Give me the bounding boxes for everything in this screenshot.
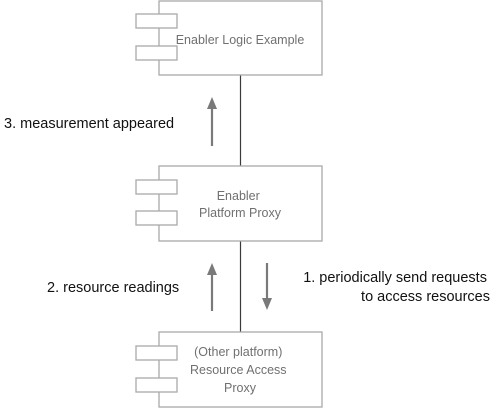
flow-label-periodic-requests: 1. periodically send requests to access … xyxy=(303,270,491,305)
component-body xyxy=(158,0,323,76)
component-icon-tab-bottom xyxy=(135,377,178,393)
component-body xyxy=(158,165,323,242)
component-icon-tab-bottom xyxy=(135,210,178,226)
flow-label-line: 1. periodically send requests xyxy=(303,270,487,286)
component-label-line: (Other platform) xyxy=(194,345,282,359)
flow-label-measurement-appeared: 3. measurement appeared xyxy=(4,116,174,132)
component-icon-tab-bottom xyxy=(135,45,178,61)
component-body xyxy=(158,331,323,408)
component-label: Enabler Logic Example xyxy=(176,33,305,47)
component-label-line: Proxy xyxy=(224,381,257,395)
component-label-line: Enabler Logic Example xyxy=(176,33,305,47)
down-arrow-icon xyxy=(262,263,272,310)
up-arrow-icon xyxy=(207,263,217,311)
flow-label-resource-readings: 2. resource readings xyxy=(47,280,179,296)
component-icon-tab-top xyxy=(135,345,178,361)
flow-label-line: 2. resource readings xyxy=(47,280,179,296)
component-label-line: Resource Access xyxy=(190,363,287,377)
component-label-line: Platform Proxy xyxy=(199,206,282,220)
component-enabler-logic-example: Enabler Logic Example xyxy=(135,0,323,76)
component-icon-tab-top xyxy=(135,13,178,29)
component-label: (Other platform) Resource Access Proxy xyxy=(190,345,290,395)
component-label: Enabler Platform Proxy xyxy=(199,189,282,220)
component-label-line: Enabler xyxy=(217,189,260,203)
component-icon-tab-top xyxy=(135,179,178,195)
flow-label-line: 3. measurement appeared xyxy=(4,116,174,132)
up-arrow-icon xyxy=(207,97,217,146)
flow-label-line: to access resources xyxy=(361,289,490,305)
component-resource-access-proxy: (Other platform) Resource Access Proxy xyxy=(135,331,323,408)
component-enabler-platform-proxy: Enabler Platform Proxy xyxy=(135,165,323,242)
